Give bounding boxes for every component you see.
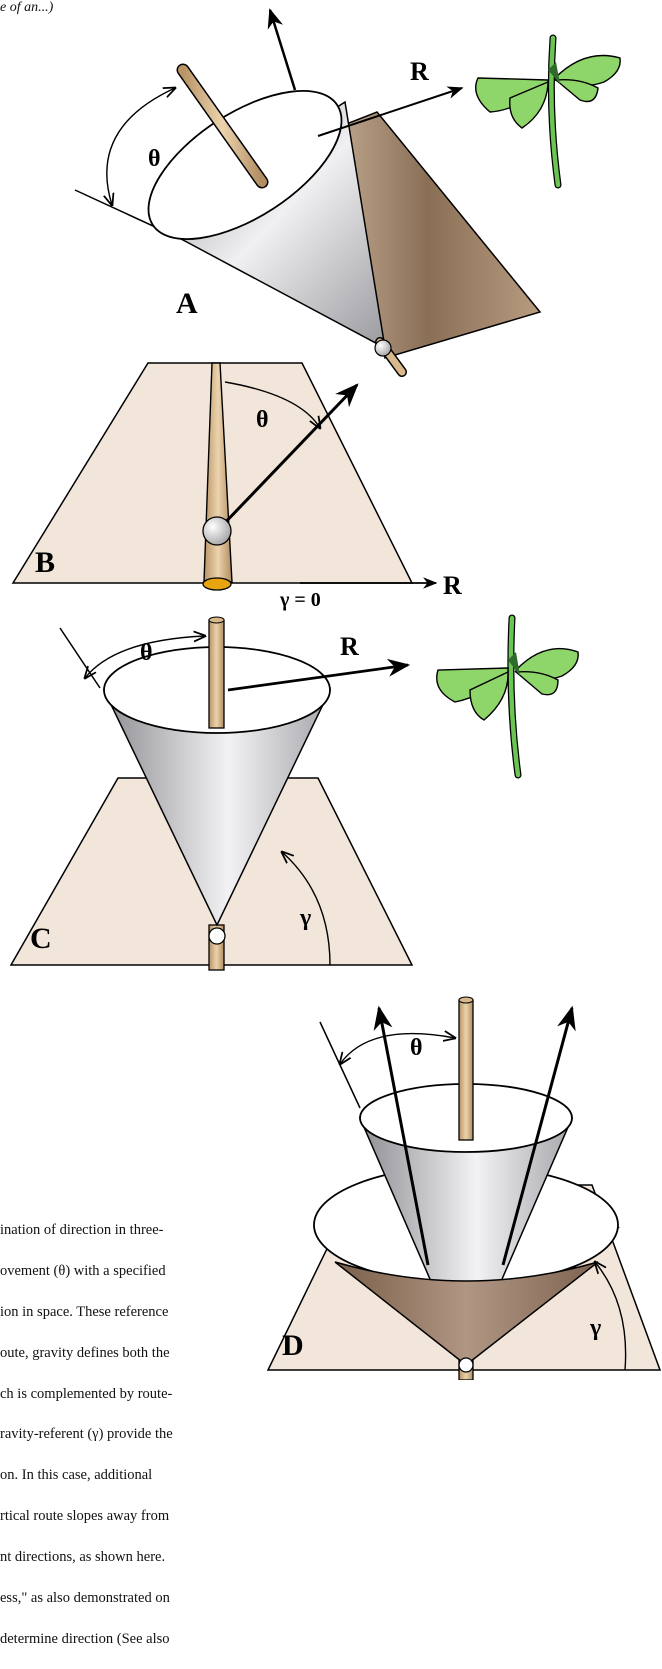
panel-d-stick-cap [459,997,473,1003]
panel-d-theta-label: θ [410,1035,423,1061]
panel-c-theta-label: θ [140,640,153,666]
panel-a-pivot-ball [375,340,391,356]
panel-b-theta-label: θ [256,407,269,433]
panel-d: θ γ D [268,997,660,1380]
panel-c-gamma-label: γ [299,905,311,931]
panel-d-pivot-ball [459,1358,473,1372]
panel-a-axis-arrow [270,10,295,90]
caption-line: determine direction (See also [0,1629,310,1649]
panel-d-theta-arc [340,1034,455,1064]
panel-a-label: A [176,287,198,320]
caption-line: rtical route slopes away from [0,1506,310,1526]
panel-b: R γ = 0 θ B [13,363,462,611]
panel-c: R θ γ C [11,617,578,970]
caption-text: ination of direction in three- ovement (… [0,1200,310,1669]
caption-line: ch is complemented by route- [0,1384,310,1404]
panel-d-reference-line [320,1022,360,1108]
panel-c-stick-cap [209,617,224,623]
panel-c-label: C [30,922,52,955]
panel-a-plant [476,38,620,185]
panel-b-pivot-ball [203,517,231,545]
panel-d-stick-top [459,1000,473,1140]
panel-c-plant [437,618,578,775]
caption-line: ovement (θ) with a specified [0,1261,310,1281]
panel-b-gamma-zero-label: γ = 0 [279,589,321,611]
caption-line: oute, gravity defines both the [0,1343,310,1363]
panel-a: R θ A [75,10,620,372]
panel-c-stick-top [209,620,224,728]
panel-a-theta-label: θ [148,146,161,172]
caption-line: ess," as also demonstrated on [0,1588,310,1608]
caption-line: ination of direction in three- [0,1220,310,1240]
panel-a-route-label: R [410,57,429,86]
panel-b-route-label: R [443,571,462,600]
caption-line: ion in space. These reference [0,1302,310,1322]
panel-b-stick-base [203,578,231,590]
caption-line: nt directions, as shown here. [0,1547,310,1567]
panel-d-gamma-label: γ [589,1315,601,1341]
panel-c-route-label: R [340,632,359,661]
caption-line: on. In this case, additional [0,1465,310,1485]
panel-b-label: B [35,546,55,579]
panel-c-reference-line [60,628,100,688]
caption-line: ravity-referent (γ) provide the [0,1424,310,1444]
panel-c-pivot-ball [209,928,225,944]
figure-canvas: R θ A R γ = 0 θ B [0,0,662,1380]
